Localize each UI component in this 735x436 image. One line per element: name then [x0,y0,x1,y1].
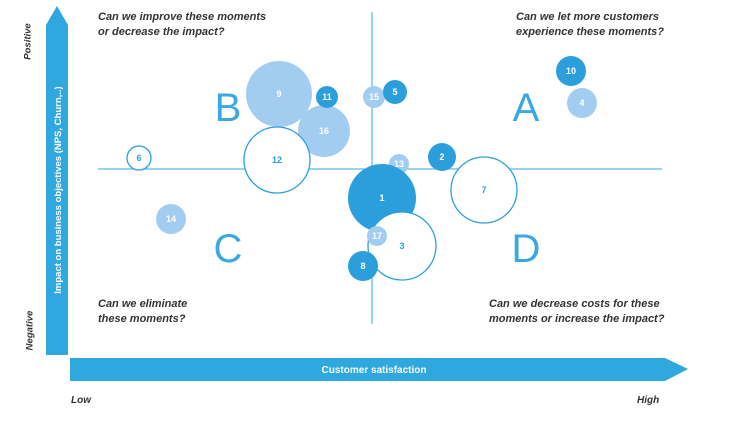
moment-bubble-label: 10 [566,66,576,76]
moment-bubble-circle [348,251,378,281]
moment-bubble-8: 8 [348,251,378,281]
moment-bubble-7: 7 [450,156,518,224]
moment-bubble-15: 15 [363,86,385,108]
moment-bubble-6: 6 [126,145,152,171]
y-axis-label: Impact on business objectives (NPS, Chur… [53,86,64,293]
quadrant-question-bottom-right: Can we decrease costs for these moments … [489,298,665,325]
moment-bubble-label: 2 [439,152,444,162]
moment-bubble-circle [450,156,518,224]
x-axis-arrow [70,358,688,381]
moment-bubble-circle [363,86,385,108]
moment-bubble-label: 5 [392,87,397,97]
moment-bubble-4: 4 [567,88,597,118]
moment-bubble-circle [243,126,311,194]
moment-bubble-label: 6 [136,153,141,163]
quadrant-letter-d: D [512,227,541,271]
moment-bubble-circle [316,86,338,108]
moment-bubble-circle [567,88,597,118]
moment-bubble-label: 3 [399,241,404,251]
moment-bubble-circle [383,80,407,104]
y-axis-negative-label: Negative [24,310,36,351]
moment-bubble-circle [367,211,437,281]
moment-bubble-5: 5 [383,80,407,104]
moment-bubble-label: 12 [272,155,282,165]
moment-bubble-9: 9 [246,61,312,127]
moment-bubble-label: 13 [394,159,404,169]
y-axis-positive-label: Positive [22,23,34,60]
moment-bubble-label: 11 [322,92,332,102]
moment-bubble-14: 14 [156,204,186,234]
moment-bubble-label: 1 [379,193,384,203]
moment-bubble-circle [126,145,152,171]
moment-bubble-circle [156,204,186,234]
quadrant-letter-c: C [214,227,243,271]
moment-bubble-circle [298,105,350,157]
moment-bubble-label: 16 [319,126,329,136]
moment-bubble-label: 8 [360,261,365,271]
moment-bubble-circle [367,226,387,246]
moment-bubble-circle [246,61,312,127]
moment-bubble-2: 2 [428,143,456,171]
moment-bubble-label: 15 [369,92,379,102]
moment-bubble-label: 17 [372,231,382,241]
quadrant-letter-a: A [513,86,540,130]
moment-bubble-17: 17 [367,226,387,246]
quadrant-question-bottom-left: Can we eliminate these moments? [98,298,188,325]
y-axis-arrow [46,6,68,355]
moment-bubble-10: 10 [556,56,586,86]
x-axis-label: Customer satisfaction [321,365,426,376]
x-axis-high-label: High [637,395,660,406]
quadrant-letter-b: B [215,86,242,130]
moment-bubble-12: 12 [243,126,311,194]
quadrant-question-top-left: Can we improve these moments or decrease… [98,11,267,38]
x-axis-low-label: Low [71,395,91,406]
moment-bubble-3: 3 [367,211,437,281]
moment-bubble-11: 11 [316,86,338,108]
moment-bubble-circle [556,56,586,86]
moment-bubble-label: 14 [166,214,176,224]
quadrant-question-top-right: Can we let more customers experience the… [516,11,664,38]
moment-bubble-16: 16 [298,105,350,157]
moment-bubble-circle [428,143,456,171]
moment-bubble-label: 4 [579,98,584,108]
moment-bubble-label: 7 [481,185,486,195]
moment-bubble-label: 9 [276,89,281,99]
